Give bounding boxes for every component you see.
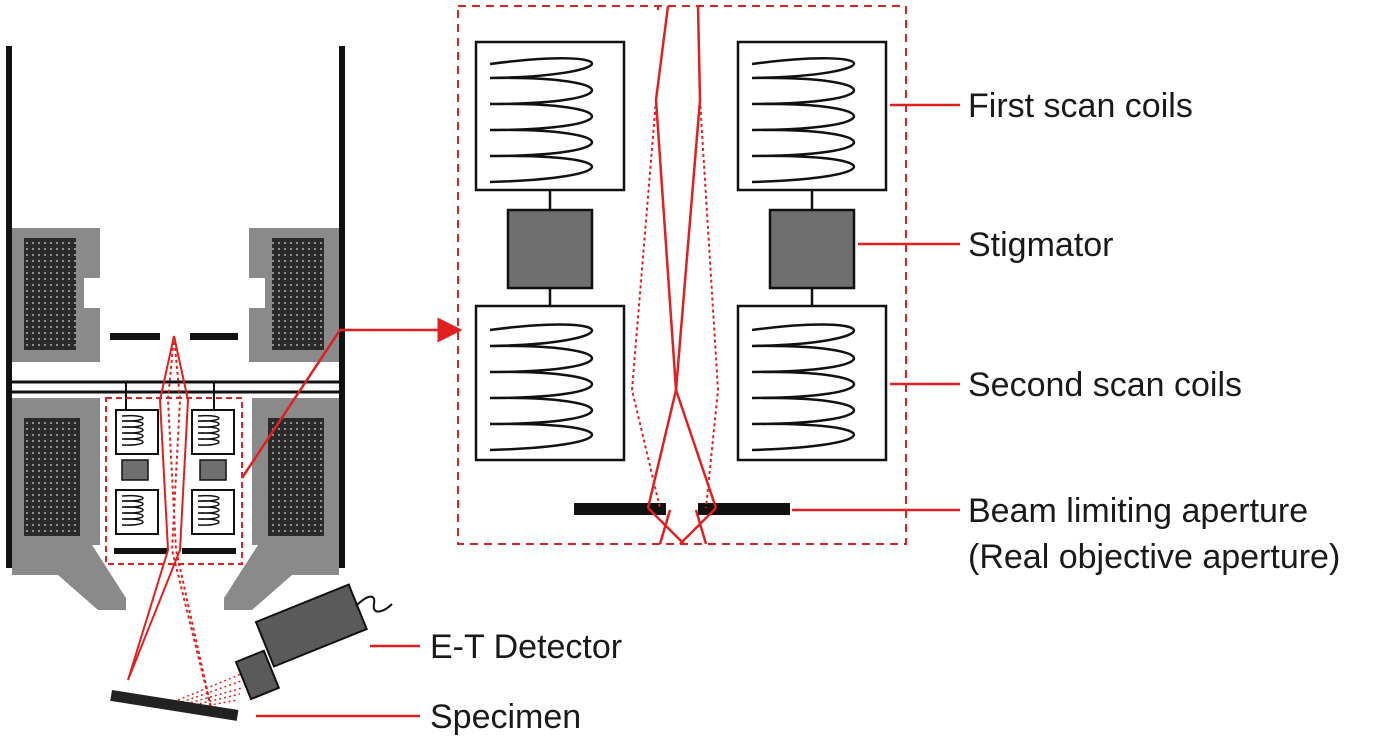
mini-scan-coil-right-lower: [191, 489, 235, 535]
mini-aperture-left: [114, 548, 168, 554]
stigmator-left: [506, 208, 594, 290]
mini-scan-coil-right-upper: [191, 409, 235, 455]
electron-beam-magnified-alt: [630, 99, 720, 509]
mini-aperture-right: [182, 548, 236, 554]
mini-stigmator-left: [121, 459, 149, 481]
objective-lens-left: [12, 398, 126, 610]
label-beam-limiting-aperture: Beam limiting aperture: [968, 492, 1308, 530]
label-first-scan-coils: First scan coils: [968, 87, 1193, 125]
zoom-arrow: [240, 317, 463, 479]
label-stigmator: Stigmator: [968, 226, 1114, 264]
first-scan-coil-left: [474, 40, 626, 192]
stigmator-right: [768, 208, 856, 290]
magnified-view: [256, 5, 960, 718]
electron-beam-overview: [127, 335, 213, 713]
label-et-detector: E-T Detector: [430, 628, 622, 666]
mini-scan-coil-left-upper: [115, 409, 159, 455]
second-scan-coil-right: [736, 304, 888, 462]
second-scan-coil-left: [474, 304, 626, 462]
specimen-stage: [110, 690, 239, 721]
condenser-aperture-left: [110, 333, 160, 340]
mini-stigmator-right: [199, 459, 227, 481]
mini-scan-coil-left-lower: [115, 489, 159, 535]
condenser-lens-left: [12, 228, 100, 362]
column-overview: [6, 46, 463, 721]
condenser-lens-right: [249, 228, 339, 362]
label-real-objective-aperture: (Real objective aperture): [968, 538, 1340, 576]
leader-lines: [256, 103, 960, 718]
electron-beam-magnified: [646, 5, 718, 545]
column-wall-left: [6, 46, 12, 568]
label-second-scan-coils: Second scan coils: [968, 366, 1242, 404]
label-specimen: Specimen: [430, 698, 581, 736]
condenser-aperture-right: [190, 333, 238, 340]
et-detector-body: [234, 583, 393, 701]
beam-tail: [658, 509, 708, 545]
secondary-electron-spray: [177, 671, 247, 709]
first-scan-coil-right: [736, 40, 888, 192]
column-wall-right: [339, 46, 345, 568]
magnified-dashed-frame: [457, 5, 907, 545]
beam-aperture-right: [698, 503, 790, 515]
beam-aperture-left: [574, 503, 666, 515]
objective-lens-right: [224, 398, 339, 610]
